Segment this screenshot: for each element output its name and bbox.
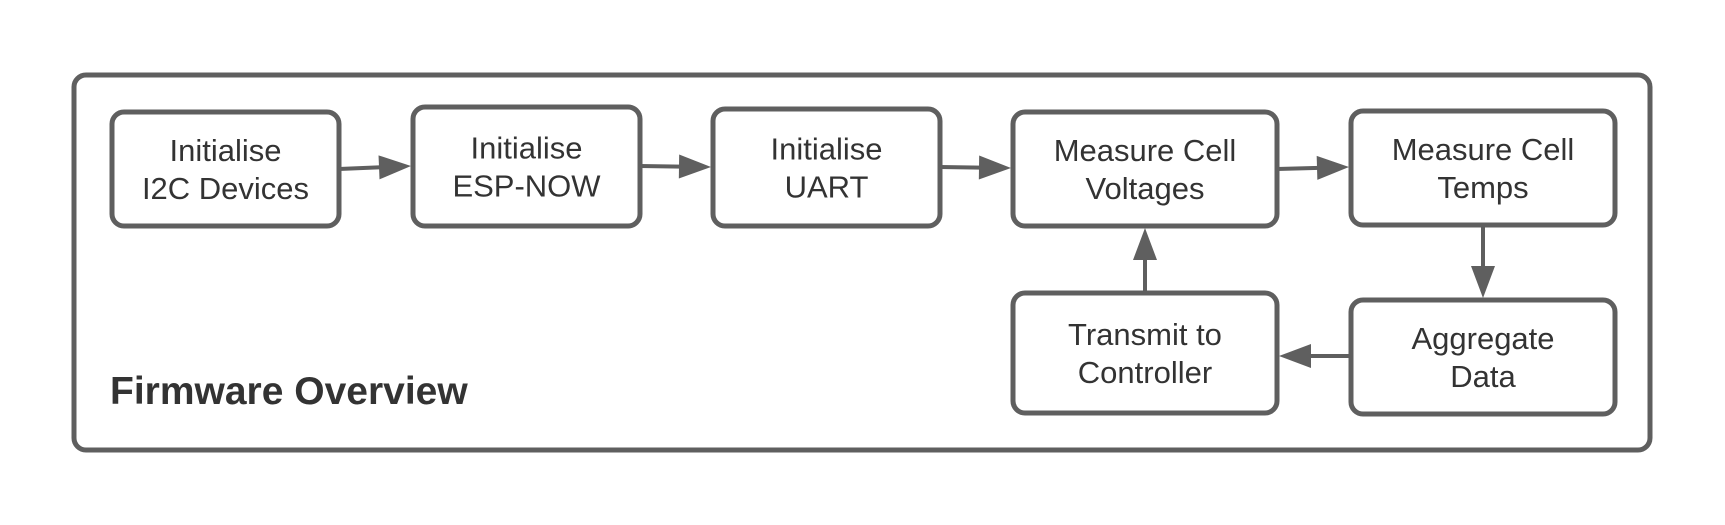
arrow-i2c-to-espnow <box>338 155 411 180</box>
node-label-line: UART <box>785 170 869 205</box>
diagram-title: Firmware Overview <box>110 370 468 413</box>
node-box <box>710 106 943 229</box>
node-label-line: ESP-NOW <box>452 169 601 204</box>
node-box <box>109 109 342 229</box>
arrow-espnow-to-uart <box>639 154 711 179</box>
arrowhead <box>978 155 1011 180</box>
node-label-line: Controller <box>1078 355 1212 390</box>
node-label-line: Aggregate <box>1411 321 1554 356</box>
arrowhead <box>1133 228 1157 260</box>
arrowhead <box>1316 155 1349 180</box>
node-box <box>1348 108 1618 228</box>
arrowhead <box>678 154 711 179</box>
node-label-line: Data <box>1450 359 1516 394</box>
node-label-line: Measure Cell <box>1392 132 1575 167</box>
arrow-line <box>338 165 382 171</box>
edges-layer <box>338 154 1495 368</box>
node-box <box>1348 297 1618 417</box>
arrow-aggregate-to-transmit <box>1279 344 1351 368</box>
node-label-line: Measure Cell <box>1054 133 1237 168</box>
arrowhead <box>1471 266 1495 298</box>
node-box <box>1010 290 1280 416</box>
node-label-line: Temps <box>1437 170 1528 205</box>
node-label-line: Initialise <box>170 133 282 168</box>
arrowhead <box>1279 344 1311 368</box>
node-box <box>410 104 643 229</box>
arrow-line <box>639 164 682 169</box>
node-label-line: Transmit to <box>1068 317 1222 352</box>
node-label-line: I2C Devices <box>142 171 309 206</box>
arrow-line <box>939 165 982 170</box>
node-box <box>1010 109 1280 229</box>
arrow-line <box>1276 165 1320 171</box>
arrow-temps-to-aggregate <box>1471 225 1495 298</box>
arrow-uart-to-volts <box>939 155 1011 180</box>
node-label-line: Initialise <box>771 132 883 167</box>
node-label-line: Voltages <box>1086 171 1205 206</box>
arrowhead <box>378 155 411 180</box>
arrow-transmit-to-volts <box>1133 228 1157 293</box>
node-label-line: Initialise <box>471 131 583 166</box>
arrow-volts-to-temps <box>1276 155 1349 180</box>
